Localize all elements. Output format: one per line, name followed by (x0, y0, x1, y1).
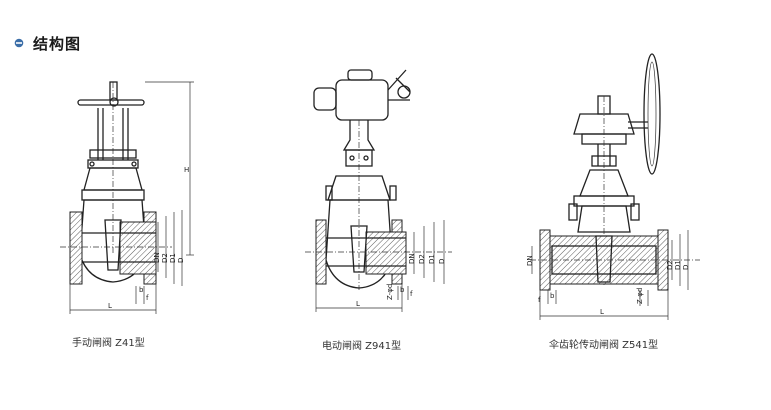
gate-wedge (350, 225, 368, 273)
motor (313, 87, 337, 111)
dim-dn-label: DN (408, 253, 416, 264)
circle-bullet-icon (14, 38, 24, 48)
dim-z-label: Z-φd (386, 284, 394, 300)
dim-h-label: H (184, 166, 189, 174)
gland (345, 149, 373, 167)
dim-b-label: b (139, 286, 144, 294)
bevel-gearbox (573, 113, 635, 135)
dim-l-label: L (600, 308, 604, 316)
dim-d2-label: D2 (161, 253, 169, 263)
dim-f-label: f (538, 296, 541, 304)
section-header: 结构图 (14, 33, 81, 53)
gear-handwheel (643, 53, 661, 175)
gland (89, 149, 137, 159)
section-title: 结构图 (33, 34, 82, 53)
dim-d-label: D (682, 265, 690, 270)
valve-z541-drawing: DN D2 D1 D L f b Z-φd (526, 53, 700, 320)
dim-d-label: D (438, 259, 446, 264)
caption-z541: 伞齿轮传动闸阀 Z541型 (549, 340, 659, 351)
caption-z41: 手动闸阀 Z41型 (72, 338, 145, 349)
dim-f-label: f (410, 290, 413, 298)
left-flange (69, 211, 83, 285)
dim-d1-label: D1 (169, 253, 177, 263)
dim-b-label: b (400, 286, 405, 294)
valve-z41-drawing: H DN D2 D1 D L f b (60, 81, 194, 314)
dim-d1-label: D1 (428, 254, 436, 264)
dim-l-label: L (108, 302, 112, 310)
dim-dn-label: DN (526, 255, 534, 266)
valve-z941-drawing: DN D2 D1 D L f b Z-φd (305, 69, 452, 312)
dim-dn-label: DN (153, 252, 161, 263)
actuator-handwheel (387, 69, 411, 101)
dim-f-label: f (146, 294, 149, 302)
gate-wedge (104, 219, 122, 271)
valve-body-top (577, 205, 631, 233)
gland (591, 155, 617, 167)
dim-l-label: L (356, 300, 360, 308)
stem-top (109, 81, 118, 101)
dim-d1-label: D1 (674, 260, 682, 270)
dim-b-label: b (550, 292, 555, 300)
dim-d-label: D (177, 258, 185, 263)
dim-d2-label: D2 (418, 254, 426, 264)
caption-z941: 电动闸阀 Z941型 (322, 341, 402, 352)
dim-d2-label: D2 (666, 260, 674, 270)
electric-actuator (335, 79, 389, 121)
gate-wedge (595, 235, 613, 283)
